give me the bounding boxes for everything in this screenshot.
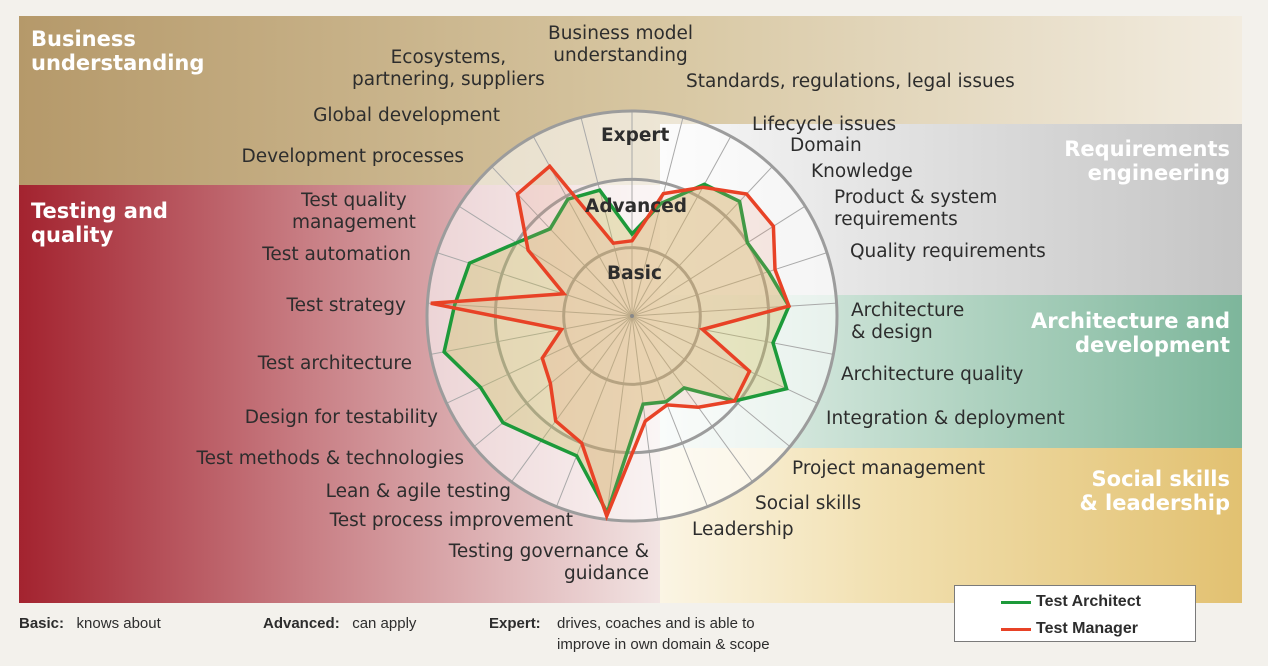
radar-center: [630, 314, 634, 318]
spoke-11: [631, 315, 708, 507]
axis-label-leadership: Leadership: [692, 519, 794, 540]
spoke-16: [473, 315, 633, 448]
ring-label-advanced: Advanced: [585, 196, 688, 217]
legend-item-architect: Test Architect: [1001, 590, 1141, 614]
footer-basic-term: Basic:: [19, 615, 65, 632]
spoke-14: [556, 315, 633, 507]
spoke-18: [430, 315, 633, 355]
footer-advanced-def: can apply: [352, 615, 417, 632]
footer-expert: Expert:: [489, 613, 541, 634]
ring-label-basic: Basic: [607, 263, 662, 284]
spoke-15: [511, 315, 633, 483]
legend-label-architect: Test Architect: [1036, 593, 1141, 610]
axis-label-test-methods: Test methods & technologies: [196, 448, 464, 469]
spoke-7: [631, 315, 834, 355]
spoke-6: [631, 302, 837, 317]
footer-expert-def-line2: improve in own domain & scope: [557, 636, 770, 653]
axis-label-business-model: Business model understanding: [548, 23, 694, 66]
axis-label-process-improvement: Test process improvement: [329, 510, 573, 531]
legend: Test Architect Test Manager: [954, 585, 1196, 642]
spoke-2: [631, 136, 732, 317]
legend-swatch-architect: [1001, 600, 1031, 604]
axis-label-global-dev: Global development: [313, 105, 500, 126]
axis-label-design-testability: Design for testability: [244, 407, 438, 428]
axis-label-arch-quality: Architecture quality: [841, 364, 1024, 385]
footer-expert-def: drives, coaches and is able to improve i…: [557, 613, 770, 655]
axis-label-lifecycle: Lifecycle issues: [752, 114, 897, 135]
legend-swatch-manager: [1001, 627, 1031, 631]
region-title-architecture: Architecture and development: [1031, 309, 1230, 357]
axis-label-product-system: Product & system requirements: [834, 187, 998, 230]
spoke-24: [580, 117, 633, 317]
spoke-13: [605, 315, 633, 520]
ring-expert: [425, 109, 839, 523]
spoke-5: [631, 252, 828, 317]
spoke-9: [631, 315, 791, 448]
axis-label-test-strategy: Test strategy: [286, 295, 406, 316]
region-title-testing: Testing and quality: [31, 199, 168, 247]
axis-label-test-architecture: Test architecture: [257, 353, 412, 374]
footer-advanced: Advanced: can apply: [263, 613, 416, 634]
footer-basic-def: knows about: [76, 615, 161, 632]
axis-label-standards: Standards, regulations, legal issues: [686, 71, 1015, 92]
series-line-test-architect: [442, 182, 791, 518]
region-title-requirements: Requirements engineering: [1064, 137, 1230, 185]
region-title-social: Social skills & leadership: [1079, 467, 1230, 515]
axis-label-integration: Integration & deployment: [826, 408, 1065, 429]
spoke-22: [491, 166, 633, 317]
axis-label-dev-processes: Development processes: [241, 146, 464, 167]
region-title-business: Business understanding: [31, 27, 205, 75]
spoke-19: [427, 302, 633, 317]
spoke-12: [631, 315, 659, 520]
axis-label-test-quality-mgmt: Test quality management: [292, 190, 416, 233]
axis-label-ecosystems: Ecosystems, partnering, suppliers: [352, 47, 545, 90]
axis-label-knowledge: Knowledge: [811, 161, 913, 182]
axis-label-quality-req: Quality requirements: [850, 241, 1046, 262]
axis-label-test-automation: Test automation: [262, 244, 411, 265]
axis-label-domain: Domain: [790, 135, 862, 156]
footer-expert-term: Expert:: [489, 615, 541, 632]
axis-label-lean-agile: Lean & agile testing: [325, 481, 511, 502]
footer-expert-def-line1: drives, coaches and is able to: [557, 615, 755, 632]
spoke-17: [446, 315, 633, 404]
spoke-1: [631, 117, 684, 317]
axis-label-arch-design: Architecture & design: [851, 300, 965, 343]
axis-label-governance: Testing governance & guidance: [448, 541, 649, 584]
series-line-test-manager: [430, 163, 792, 521]
axis-label-project-mgmt: Project management: [792, 458, 986, 479]
radar-chart: [425, 109, 839, 523]
spoke-3: [631, 166, 773, 317]
spoke-21: [458, 205, 633, 317]
ring-label-expert: Expert: [601, 125, 670, 146]
axis-label-social-skills: Social skills: [755, 493, 862, 514]
legend-label-manager: Test Manager: [1036, 620, 1138, 637]
spoke-4: [631, 205, 806, 317]
footer-advanced-term: Advanced:: [263, 615, 340, 632]
ring-basic: [562, 246, 702, 386]
footer-basic: Basic: knows about: [19, 613, 161, 634]
spoke-10: [631, 315, 753, 483]
legend-item-manager: Test Manager: [1001, 617, 1138, 641]
